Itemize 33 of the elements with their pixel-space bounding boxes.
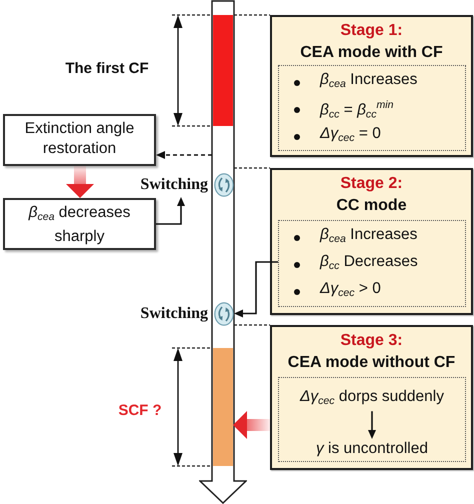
arrow: [368, 411, 376, 439]
dotted-list-box: [278, 65, 466, 151]
stage-title: Stage 1:: [340, 21, 403, 41]
list-item-text: Δγ$_{cec}$ > 0: [320, 279, 381, 302]
stage-heading: CEA mode with CF: [300, 43, 443, 63]
stage-title: Stage 3:: [340, 331, 403, 351]
stage-box: [270, 168, 473, 315]
list-item-text: β$_{cc}$ Decreases: [320, 252, 418, 275]
block-arrow: [66, 166, 94, 198]
statement-text: Δγ$_{cec}$ dorps suddenly: [300, 387, 444, 412]
statement-text: γ is uncontrolled: [316, 439, 428, 459]
switching-label: Switching: [140, 176, 208, 194]
block-arrow: [233, 411, 270, 439]
dotted-list-box: [278, 220, 466, 307]
dashed-arrow: [156, 151, 212, 159]
list-item-text: β$_{cea}$ Increases: [320, 225, 418, 248]
dimension-label: SCF ?: [118, 402, 162, 420]
stage-box: [270, 325, 473, 470]
stage-box: [270, 15, 473, 157]
list-item-text: Δγ$_{cec}$ = 0: [320, 124, 381, 147]
dimension-label: The first CF: [65, 60, 149, 78]
stage-title: Stage 2:: [340, 174, 403, 194]
arrow: [156, 197, 185, 225]
list-item-text: β$_{cea}$ Increases: [320, 70, 418, 93]
timeline-segment: [213, 348, 233, 466]
stage-heading: CEA mode without CF: [288, 353, 456, 373]
switching-label: Switching: [140, 304, 208, 322]
stage-heading: CC mode: [336, 196, 407, 216]
process-box: β$_{cea}$ decreases sharply: [3, 198, 156, 250]
arrow: [234, 261, 278, 318]
process-box: Extinction angle restoration: [3, 114, 156, 166]
dotted-box: [278, 377, 466, 462]
timeline-segment: [213, 15, 233, 126]
